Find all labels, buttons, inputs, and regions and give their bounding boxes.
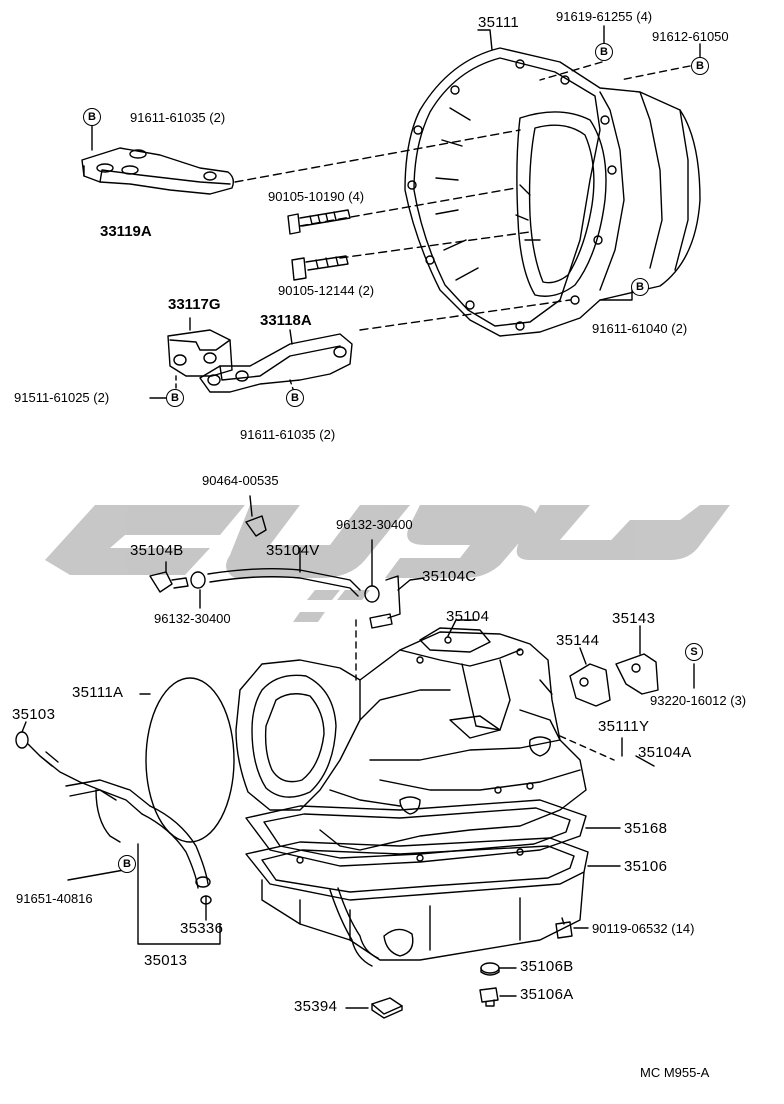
dash-leader (359, 299, 571, 331)
bracket-35144 (569, 647, 611, 707)
bolt-90105-10190 (287, 209, 351, 235)
b-marker-91651: B (118, 855, 136, 873)
label-35106B: 35106B (520, 958, 574, 975)
b-marker-91611-b: B (631, 278, 649, 296)
clamp-96132-right (364, 539, 380, 603)
bracket-33118A (199, 329, 353, 393)
bell-housing-35111 (404, 47, 701, 337)
line-art (15, 25, 701, 1019)
plug-35106A (479, 987, 517, 1007)
label-35336: 35336 (180, 920, 224, 937)
bracket-33117G (167, 317, 233, 393)
label-35104: 35104 (446, 608, 490, 625)
label-90464-00535: 90464-00535 (202, 473, 279, 488)
bracket-35143 (615, 625, 659, 695)
clip-90464 (245, 495, 267, 537)
b-marker-91511: B (166, 389, 184, 407)
clamp-96132-left (190, 571, 206, 609)
label-35013: 35013 (144, 952, 188, 969)
label-91612-61050: 91612-61050 (652, 29, 729, 44)
label-35143: 35143 (612, 610, 656, 627)
tube-35013 (65, 779, 211, 889)
label-90119-06532: 90119-06532 (14) (592, 921, 695, 936)
dash-leader (339, 231, 531, 259)
label-35106A: 35106A (520, 986, 574, 1003)
s-marker-93220: S (685, 643, 703, 661)
label-35104A: 35104A (638, 744, 692, 761)
fitting-35104C (369, 575, 425, 629)
label-90105-12144: 90105-12144 (2) (278, 283, 375, 298)
gasket-35106B (480, 962, 517, 976)
label-93220-16012: 93220-16012 (3) (650, 693, 747, 708)
gasket-35168 (245, 799, 621, 867)
connector-35104B (149, 561, 189, 593)
filter-35394 (345, 997, 403, 1019)
label-35104C: 35104C (422, 568, 477, 585)
dash-leader (299, 187, 517, 227)
label-33119A: 33119A (100, 223, 152, 240)
dash-leader (234, 129, 521, 183)
transmission-case-35104 (235, 627, 587, 851)
label-91651-40816: 91651-40816 (16, 891, 93, 906)
label-35104V: 35104V (266, 542, 320, 559)
b-marker-91611-c: B (286, 389, 304, 407)
dash-leader (619, 65, 691, 81)
dipstick-35103 (15, 721, 117, 801)
label-91611-61040: 91611-61040 (2) (592, 321, 688, 336)
label-35106: 35106 (624, 858, 668, 875)
label-91611-61035-a: 91611-61035 (2) (130, 110, 226, 125)
bolt-90105-12144 (291, 255, 349, 281)
label-35104B: 35104B (130, 542, 184, 559)
label-91619-61255: 91619-61255 (4) (556, 9, 653, 24)
b-marker-91611-a: B (83, 108, 101, 126)
label-33117G: 33117G (168, 296, 221, 313)
label-35111: 35111 (478, 14, 519, 31)
label-91511-61025: 91511-61025 (2) (14, 390, 110, 405)
label-35103: 35103 (12, 706, 56, 723)
bracket-33119A (81, 147, 235, 195)
b-marker-91612: B (691, 57, 709, 75)
hose-35104V (207, 547, 361, 597)
label-33118A: 33118A (260, 312, 312, 329)
bolt-90119 (555, 917, 589, 939)
watermark-logo (45, 505, 730, 622)
label-35168: 35168 (624, 820, 668, 837)
label-90105-10190: 90105-10190 (4) (268, 189, 365, 204)
oil-pan-35106 (245, 837, 621, 967)
label-35111Y: 35111Y (598, 718, 650, 735)
gasket-35111A (139, 677, 235, 843)
label-96132-30400-a: 96132-30400 (336, 517, 413, 532)
label-35394: 35394 (294, 998, 338, 1015)
diagram-code: MC M955-A (640, 1065, 710, 1080)
label-96132-30400-b: 96132-30400 (154, 611, 231, 626)
b-marker-91619: B (595, 43, 613, 61)
dash-leader (539, 61, 603, 81)
label-91611-61035-c: 91611-61035 (2) (240, 427, 336, 442)
label-35111A: 35111A (72, 684, 124, 701)
label-35144: 35144 (556, 632, 600, 649)
